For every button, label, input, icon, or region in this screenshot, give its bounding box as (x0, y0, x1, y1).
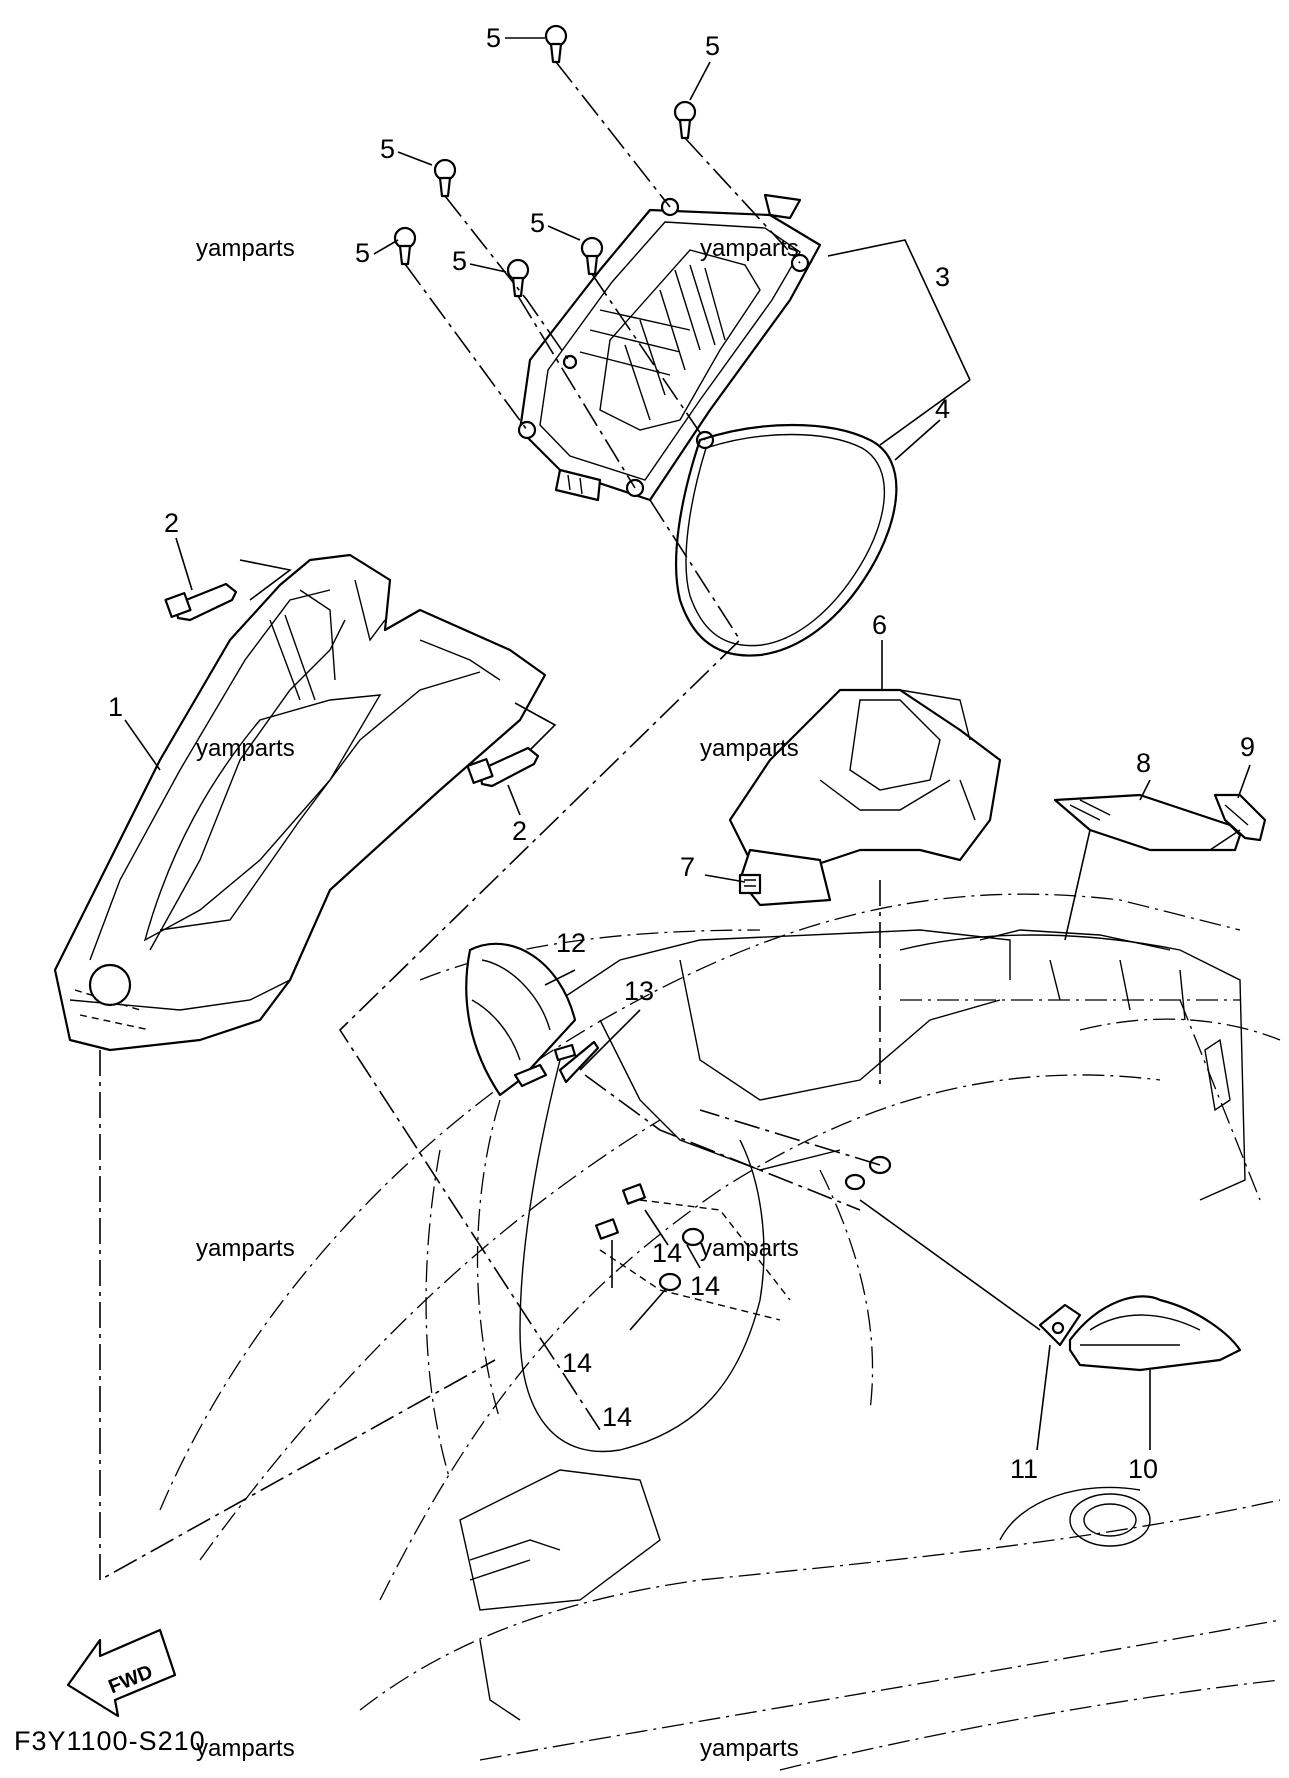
callout-numbers: 5 5 5 5 5 5 3 4 2 1 2 6 7 8 9 12 13 14 1… (108, 23, 1255, 1484)
callout-9: 9 (1240, 732, 1255, 762)
callout-5: 5 (705, 31, 720, 61)
lid-part-8 (1053, 793, 1242, 852)
screw-icon (580, 236, 604, 276)
watermarks: yamparts yamparts yamparts yamparts yamp… (196, 235, 799, 1762)
callout-14: 14 (652, 1238, 682, 1268)
fwd-arrow-icon: FWD (66, 1628, 177, 1718)
watermark: yamparts (700, 735, 799, 762)
callout-10: 10 (1128, 1454, 1158, 1484)
callout-4: 4 (935, 394, 950, 424)
callout-11: 11 (1010, 1454, 1038, 1484)
watermark: yamparts (196, 235, 295, 262)
latch-part-9 (1213, 793, 1267, 842)
watermark: yamparts (700, 235, 799, 262)
callout-14: 14 (562, 1348, 592, 1378)
screw-icon (673, 100, 697, 140)
screw-icon (506, 258, 530, 298)
clip-part-7 (738, 873, 762, 895)
watermark: yamparts (700, 1235, 799, 1262)
callout-5: 5 (355, 238, 370, 268)
hood-cover-part-1 (53, 553, 547, 1052)
callout-5: 5 (486, 23, 501, 53)
deck-hull-outline (159, 893, 1281, 1771)
watermark: yamparts (700, 1735, 799, 1762)
callout-3: 3 (935, 262, 950, 292)
gasket-part-11 (1038, 1303, 1082, 1347)
callout-5: 5 (530, 208, 545, 238)
gasket-part-13 (558, 1040, 600, 1084)
callout-1: 1 (108, 692, 123, 722)
clip-icon (164, 582, 238, 622)
watermark: yamparts (196, 1735, 295, 1762)
callout-6: 6 (872, 610, 887, 640)
assembly-lines (99, 61, 1251, 1582)
callout-5: 5 (452, 246, 467, 276)
callout-14: 14 (602, 1402, 632, 1432)
nut-part-14 (595, 1155, 892, 1292)
callout-13: 13 (624, 976, 654, 1006)
clip-icon (466, 746, 540, 788)
callout-12: 12 (556, 928, 586, 958)
diagram-code: F3Y1100-S210 (14, 1726, 206, 1756)
callout-14: 14 (690, 1271, 720, 1301)
watermark: yamparts (196, 735, 295, 762)
callout-8: 8 (1136, 748, 1151, 778)
mirror-part-10 (1068, 1295, 1242, 1372)
screw-icon (544, 24, 568, 64)
screw-icon (393, 226, 417, 266)
callout-5: 5 (380, 134, 395, 164)
seal-ring-part-4 (675, 423, 898, 657)
glove-box-part-6 (728, 688, 1002, 907)
callout-2: 2 (164, 508, 179, 538)
screw-icon (433, 158, 457, 198)
callout-2: 2 (512, 816, 527, 846)
storage-cover-part-3 (517, 193, 822, 502)
mirror-part-12 (465, 942, 577, 1097)
watermark: yamparts (196, 1235, 295, 1262)
callout-7: 7 (680, 852, 695, 882)
